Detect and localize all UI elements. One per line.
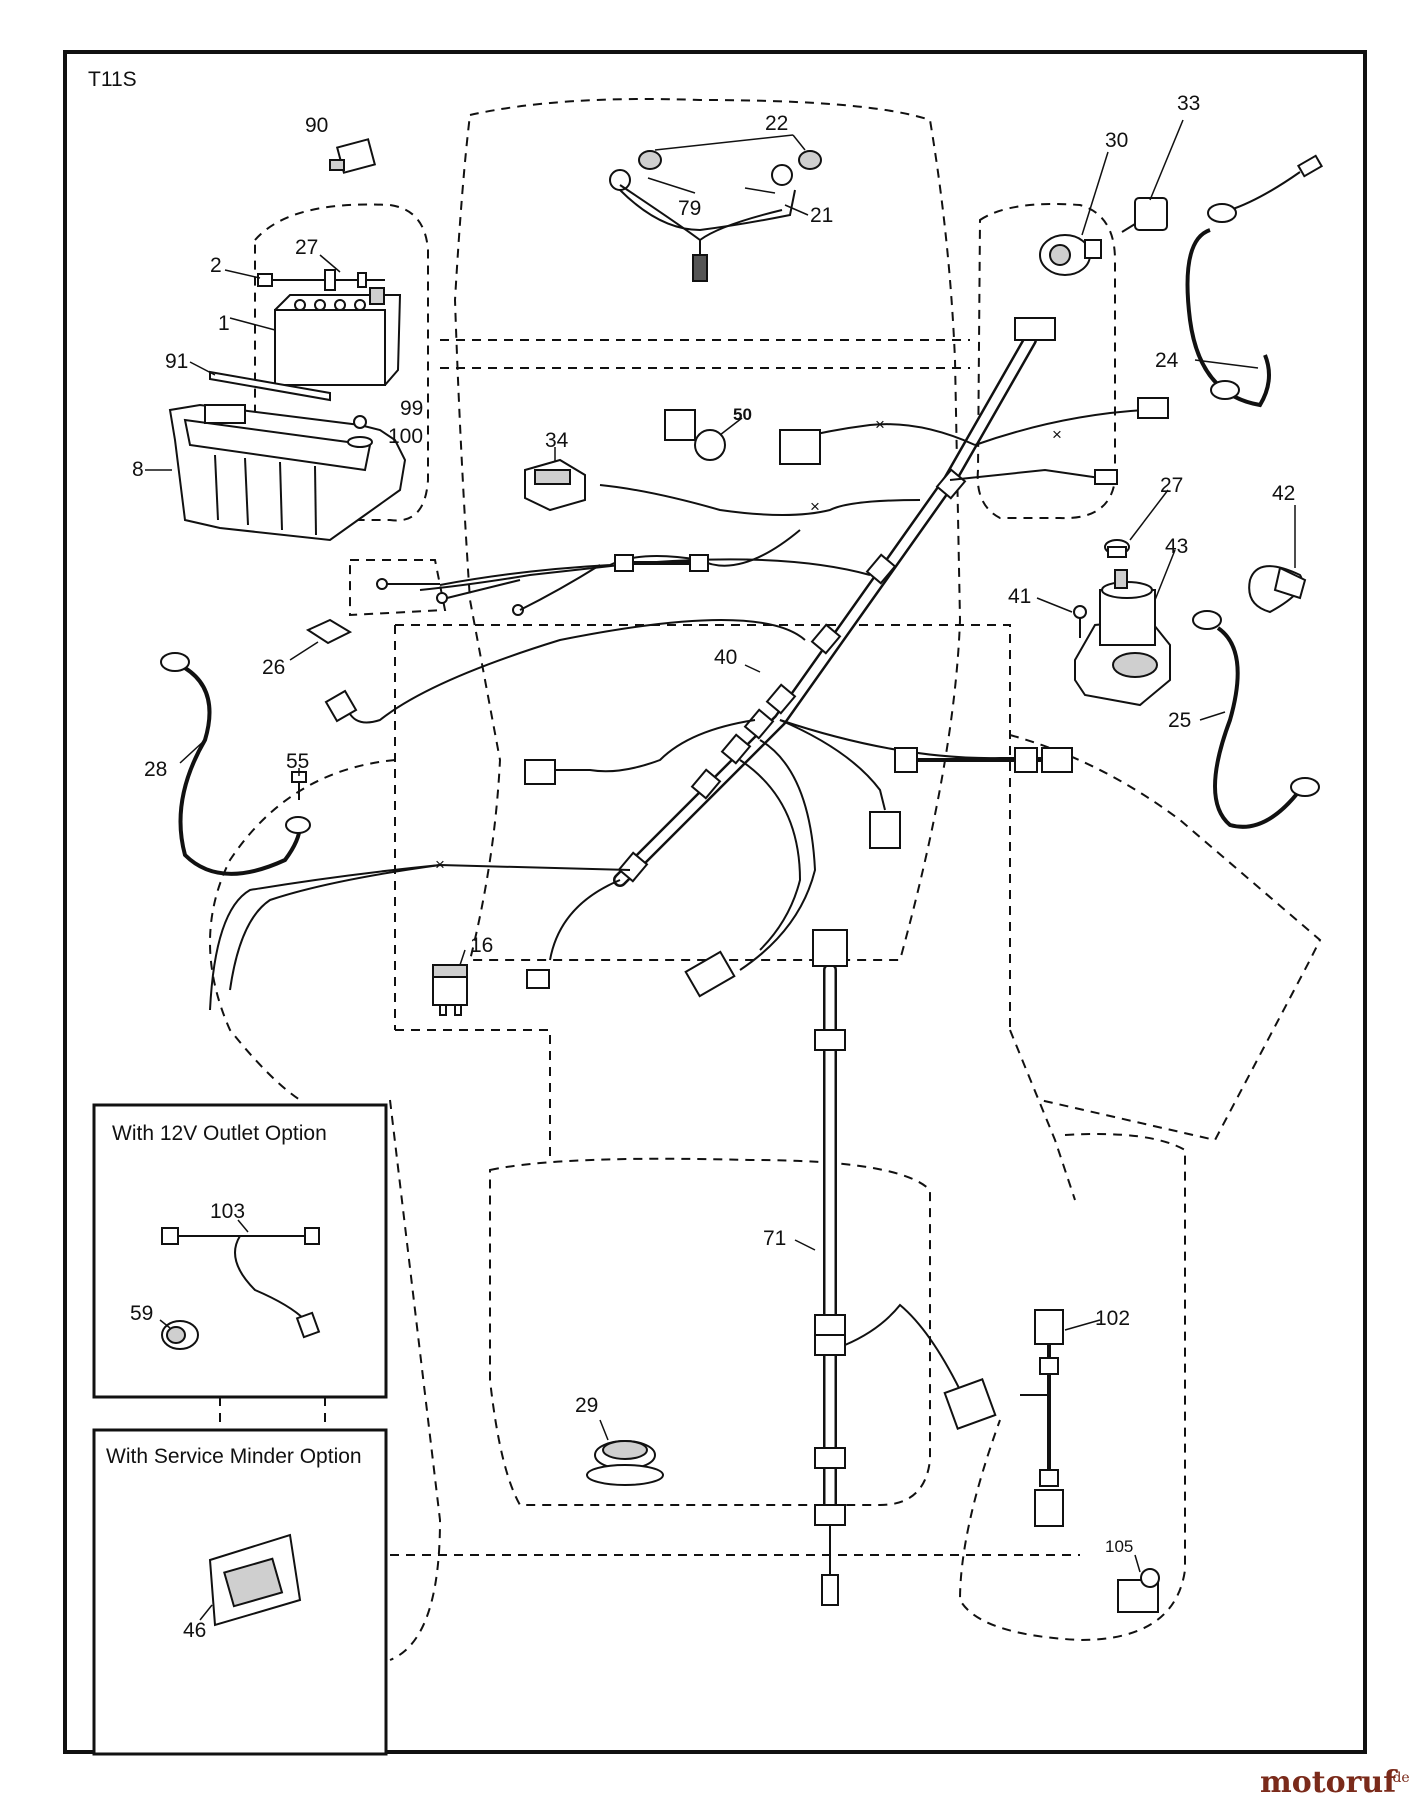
inset-12v-outlet: With 12V Outlet Option	[92, 1103, 388, 1399]
part-21-22-headlight-harness	[609, 150, 822, 282]
diagram-frame	[63, 50, 1367, 1754]
label-103: 103	[210, 1200, 245, 1223]
tractor-outline	[209, 98, 1322, 1661]
label-42: 42	[1272, 482, 1295, 505]
part-2-bolt	[257, 269, 385, 291]
part-99-100-hardware	[347, 415, 373, 448]
label-27: 27	[295, 236, 318, 259]
inset-service-minder-title: With Service Minder Option	[106, 1445, 362, 1468]
label-90: 90	[305, 114, 328, 137]
label-71: 71	[763, 1227, 786, 1250]
label-2: 2	[210, 254, 222, 277]
part-33-key	[1121, 197, 1168, 233]
inset-service-minder: With Service Minder Option	[92, 1428, 388, 1756]
label-33: 33	[1177, 92, 1200, 115]
label-43: 43	[1165, 535, 1188, 558]
main-harness: × × × ×	[209, 317, 1169, 1011]
inset-12v-outlet-title: With 12V Outlet Option	[112, 1122, 327, 1145]
label-102: 102	[1095, 1307, 1130, 1330]
label-50: 50	[733, 405, 752, 424]
label-8: 8	[132, 458, 144, 481]
part-34-switch	[524, 458, 586, 512]
part-43-solenoid	[1074, 569, 1171, 707]
part-29-plug	[586, 1440, 664, 1486]
label-24: 24	[1155, 349, 1179, 372]
part-42-terminal-boot	[1248, 565, 1307, 614]
part-labels: 90 2 27 1 91 99 100 8 22 79 21 30 33 24 …	[130, 92, 1295, 1642]
watermark-tld: .de	[1388, 1770, 1410, 1786]
harness-71	[812, 929, 997, 1606]
label-16: 16	[470, 934, 493, 957]
label-99: 99	[400, 397, 423, 420]
part-26-fuse	[305, 618, 353, 645]
part-41-bolt	[1073, 605, 1087, 638]
part-91-hold-down-strap	[209, 370, 331, 402]
label-40: 40	[714, 646, 737, 669]
part-28-ground-cable	[160, 652, 311, 876]
label-21: 21	[810, 204, 833, 227]
watermark-logo: motoruf .de	[1260, 1765, 1410, 1800]
label-91: 91	[165, 350, 188, 373]
svg-text:×: ×	[435, 855, 445, 874]
part-8-battery-tray	[168, 403, 407, 542]
label-34: 34	[545, 429, 569, 452]
label-30: 30	[1105, 129, 1128, 152]
svg-text:×: ×	[1052, 425, 1062, 444]
part-1-battery	[274, 287, 402, 386]
diagram-code: T11S	[88, 68, 137, 91]
label-27b: 27	[1160, 474, 1183, 497]
watermark-brand: motoruf	[1260, 1765, 1398, 1800]
leader-lines	[145, 119, 1296, 1621]
part-27-nut	[1104, 539, 1130, 558]
part-30-ignition-switch	[1039, 234, 1102, 276]
part-55-bolt	[291, 771, 307, 800]
label-46: 46	[183, 1619, 206, 1642]
part-90-fuse-holder	[329, 138, 377, 174]
part-16-relay	[432, 964, 468, 1016]
label-100: 100	[388, 425, 423, 448]
part-102-pigtail	[1020, 1309, 1064, 1527]
part-105-switch	[1117, 1568, 1160, 1613]
label-28: 28	[144, 758, 167, 781]
part-50-indicator	[664, 409, 726, 461]
label-22: 22	[765, 112, 788, 135]
label-105: 105	[1105, 1537, 1133, 1556]
label-41: 41	[1008, 585, 1031, 608]
label-79: 79	[678, 197, 701, 220]
label-29: 29	[575, 1394, 598, 1417]
label-25: 25	[1168, 709, 1191, 732]
label-59: 59	[130, 1302, 153, 1325]
svg-text:×: ×	[875, 415, 885, 434]
part-24-battery-cable	[1185, 154, 1324, 408]
label-1: 1	[218, 312, 230, 335]
part-25-ground-cable	[1192, 610, 1320, 829]
label-26: 26	[262, 656, 285, 679]
label-55: 55	[286, 750, 309, 773]
svg-text:×: ×	[810, 497, 820, 516]
